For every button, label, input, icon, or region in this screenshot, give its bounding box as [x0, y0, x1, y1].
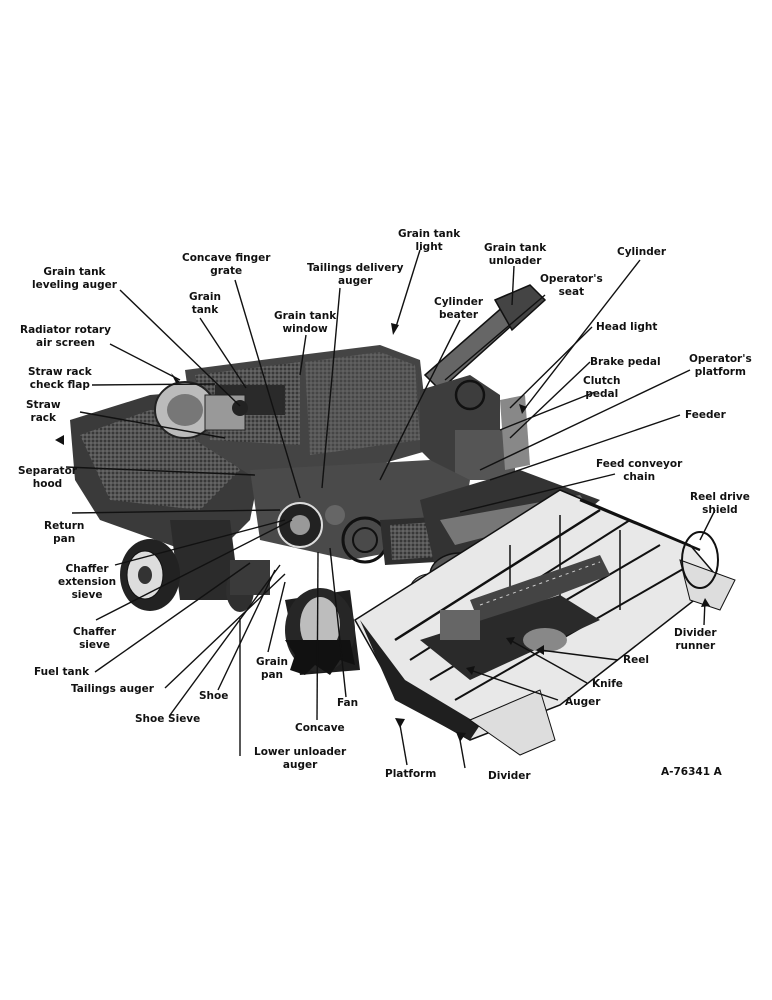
figure-id: A-76341 A	[661, 766, 722, 778]
label-fuel-tank: Fuel tank	[34, 666, 90, 678]
label-brake-pedal: Brake pedal	[590, 356, 661, 368]
label-divider: Divider	[488, 770, 531, 782]
label-grain-tank-light: Grain tank light	[398, 228, 461, 253]
label-chaffer-sieve: Chaffer sieve	[73, 626, 117, 651]
label-grain-tank-window: Grain tank window	[274, 310, 337, 335]
label-fan: Fan	[337, 697, 359, 709]
label-divider-runner: Divider runner	[674, 627, 717, 652]
label-platform: Platform	[385, 768, 437, 780]
rear-wheel	[120, 539, 180, 611]
label-reel-drive-shield: Reel drive shield	[690, 491, 750, 516]
label-operators-platform: Operator's platform	[689, 353, 752, 378]
label-grain-tank-unloader: Grain tank unloader	[484, 242, 547, 267]
label-shoe-sieve: Shoe Sieve	[135, 713, 201, 725]
label-straw-rack: Straw rack	[26, 399, 61, 424]
label-lower-unloader-auger: Lower unloader auger	[254, 746, 347, 771]
label-tailings-auger: Tailings auger	[71, 683, 154, 695]
label-operators-seat: Operator's seat	[540, 273, 603, 298]
drive-wheel	[285, 588, 360, 675]
label-return-pan: Return pan	[44, 520, 85, 545]
operator-station	[420, 375, 530, 480]
label-grain-tank-leveling-auger: Grain tank leveling auger	[32, 266, 117, 291]
label-grain-tank: Grain tank	[189, 291, 221, 316]
label-straw-rack-check-flap: Straw rack check flap	[28, 366, 92, 391]
unloader-tube	[423, 284, 547, 392]
label-separator-hood: Separator hood	[18, 465, 77, 490]
label-concave-finger-grate: Concave finger grate	[182, 252, 271, 277]
label-auger: Auger	[565, 696, 601, 708]
label-chaffer-extension-sieve: Chaffer extension sieve	[58, 563, 117, 601]
label-knife: Knife	[592, 678, 623, 690]
fuel-tank-shape	[226, 560, 270, 612]
label-tailings-delivery-auger: Tailings delivery auger	[307, 262, 404, 287]
label-feed-conveyor-chain: Feed conveyor chain	[596, 458, 683, 483]
label-grain-pan: Grain pan	[256, 656, 288, 681]
label-feeder: Feeder	[685, 409, 726, 421]
label-radiator-rotary-air-screen: Radiator rotary air screen	[20, 324, 111, 349]
radiator-housing	[154, 381, 248, 439]
arrowheads	[55, 323, 710, 742]
label-shoe: Shoe	[199, 690, 229, 702]
label-cylinder: Cylinder	[617, 246, 667, 258]
header-platform	[353, 489, 736, 756]
label-reel: Reel	[623, 654, 649, 666]
label-head-light: Head light	[596, 321, 658, 333]
label-concave: Concave	[295, 722, 345, 734]
label-cylinder-beater: Cylinder beater	[434, 296, 484, 321]
label-clutch-pedal: Clutch pedal	[583, 375, 621, 400]
